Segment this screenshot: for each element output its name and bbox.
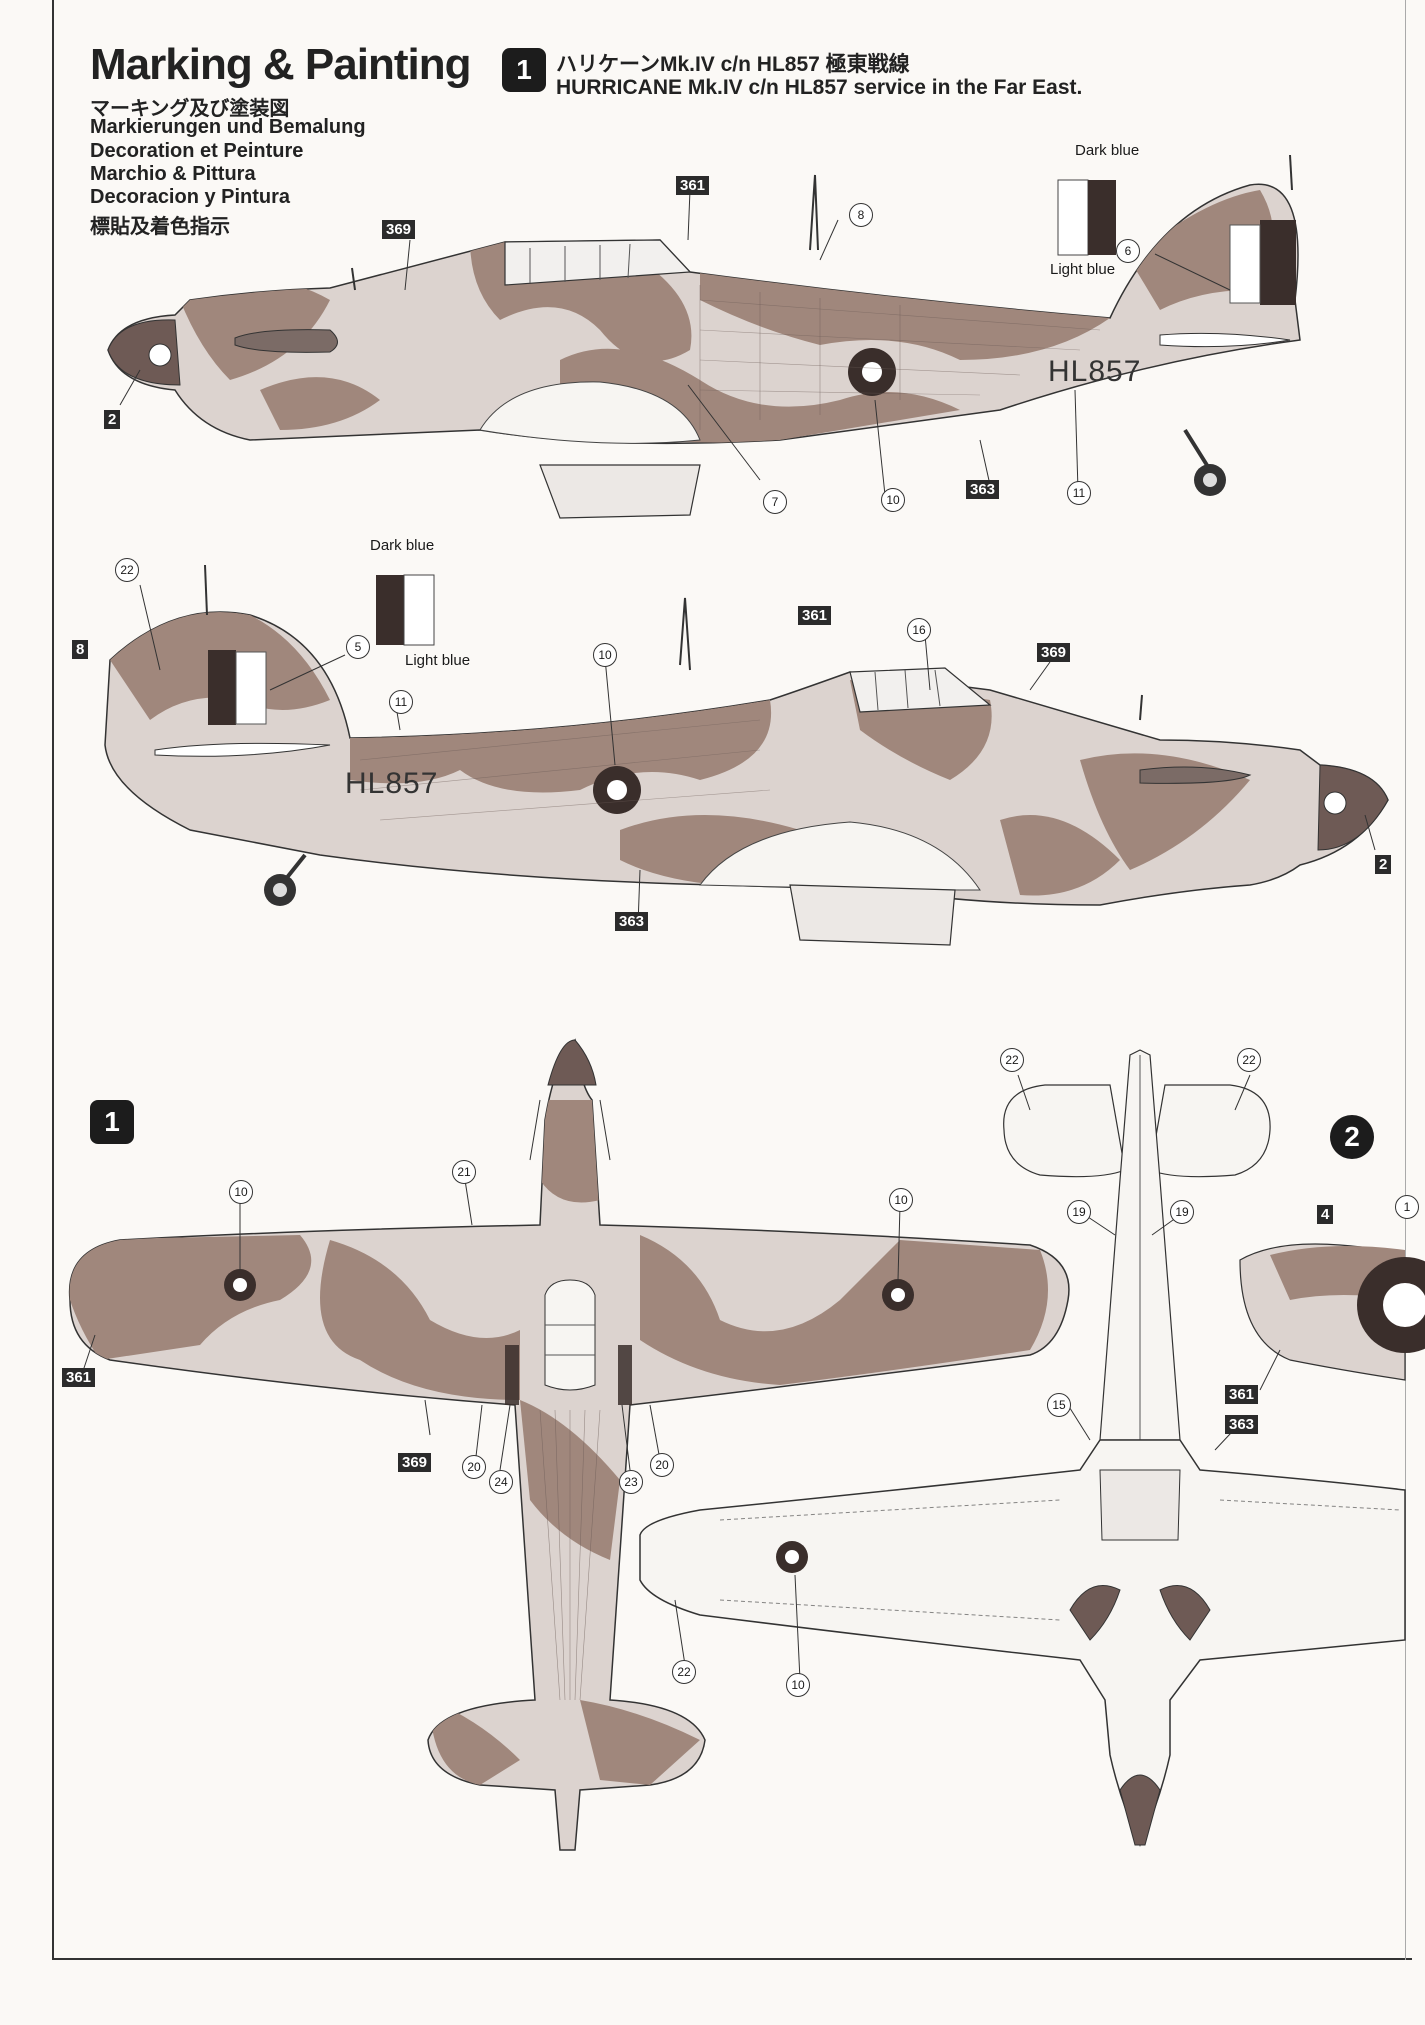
callout-20-a: 20	[462, 1455, 486, 1479]
callout-10-c: 10	[229, 1180, 253, 1204]
callout-22-e: 22	[1237, 1048, 1261, 1072]
callout-1: 1	[1395, 1195, 1419, 1219]
page-border-left	[52, 0, 54, 1960]
swatch-light-blue-label-b: Light blue	[405, 652, 471, 669]
callout-24: 24	[489, 1470, 513, 1494]
paint-code-361-a: 361	[676, 176, 710, 195]
callout-22-d: 22	[1000, 1048, 1024, 1072]
page-border-bottom	[52, 1958, 1412, 1960]
profile-starboard-side	[104, 564, 1389, 946]
callout-20-b: 20	[650, 1453, 674, 1477]
callout-22-f: 22	[672, 1660, 696, 1684]
paint-code-363-b: 363	[615, 912, 649, 931]
page-border-right	[1405, 0, 1406, 1960]
paint-code-369-b: 369	[1037, 643, 1071, 662]
plan-upper-camouflage	[69, 1100, 1048, 1785]
paint-code-369-c: 369	[398, 1453, 432, 1472]
callout-11-a: 11	[1067, 481, 1091, 505]
plan-lower-silhouette	[1003, 1084, 1126, 1178]
title-french: Decoration et Peinture	[90, 140, 304, 162]
paint-code-361-b: 361	[798, 606, 832, 625]
title-spanish: Decoracion y Pintura	[90, 186, 291, 208]
title-japanese: マーキング及び塗装図	[90, 98, 290, 120]
plan-view-lower	[639, 1049, 1425, 1847]
scheme-number-badge: 1	[502, 48, 546, 92]
callout-11-b: 11	[389, 690, 413, 714]
callout-23: 23	[619, 1470, 643, 1494]
title-chinese: 標貼及着色指示	[90, 216, 230, 238]
paint-code-361-c: 361	[62, 1368, 96, 1387]
title-german: Markierungen und Bemalung	[90, 116, 366, 138]
callout-10-d: 10	[889, 1188, 913, 1212]
callout-16: 16	[907, 618, 931, 642]
scheme-2-plan-badge: 2	[1330, 1115, 1374, 1159]
callout-10-e: 10	[786, 1673, 810, 1697]
plan-view-upper	[68, 1038, 1070, 1851]
callout-8: 8	[849, 203, 873, 227]
callout-19-a: 19	[1067, 1200, 1091, 1224]
registration-label-port: HL857	[1048, 355, 1142, 388]
paint-code-369-a: 369	[382, 220, 416, 239]
paint-code-4-d: 4	[1317, 1205, 1334, 1224]
swatch-dark-blue-label-a: Dark blue	[1075, 142, 1140, 159]
scheme-title-english: HURRICANE Mk.IV c/n HL857 service in the…	[556, 76, 1083, 99]
profile-port-side	[107, 154, 1301, 519]
paint-code-2-a: 2	[104, 410, 121, 429]
paint-code-363-d: 363	[1225, 1415, 1259, 1434]
paint-code-8-b: 8	[72, 640, 89, 659]
callout-5: 5	[346, 635, 370, 659]
callout-21: 21	[452, 1160, 476, 1184]
callout-6: 6	[1116, 239, 1140, 263]
page-title: Marking & Painting	[90, 40, 471, 89]
swatch-dark-blue-label-b: Dark blue	[370, 537, 435, 554]
scheme-title-japanese: ハリケーンMk.IV c/n HL857 極東戦線	[556, 53, 910, 76]
callout-10-b: 10	[593, 643, 617, 667]
registration-label-starboard: HL857	[345, 767, 439, 800]
callout-22-b: 22	[115, 558, 139, 582]
callout-15: 15	[1047, 1393, 1071, 1417]
swatch-light-blue-label-a: Light blue	[1050, 261, 1116, 278]
callout-7: 7	[763, 490, 787, 514]
callout-19-b: 19	[1170, 1200, 1194, 1224]
paint-code-363-a: 363	[966, 480, 1000, 499]
paint-code-361-d: 361	[1225, 1385, 1259, 1404]
callout-10-a: 10	[881, 488, 905, 512]
scheme-1-plan-badge: 1	[90, 1100, 134, 1144]
title-italian: Marchio & Pittura	[90, 163, 256, 185]
paint-code-2-b: 2	[1375, 855, 1392, 874]
